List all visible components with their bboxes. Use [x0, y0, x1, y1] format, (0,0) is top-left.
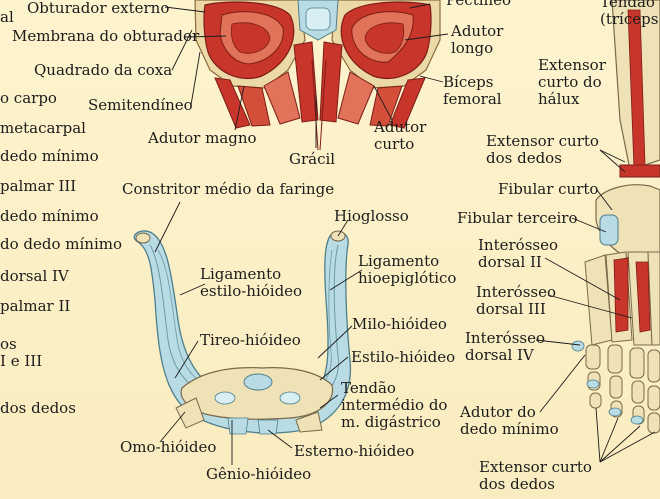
- label-adutor-magno: Adutor magno: [148, 130, 257, 147]
- label-constritor-medio: Constritor médio da faringe: [122, 181, 334, 198]
- label-palmar-ii: palmar II: [0, 298, 70, 315]
- label-extensor-curto-dedos-top: Extensor curto dos dedos: [486, 133, 599, 167]
- label-os-i-e-iii: os I e III: [0, 336, 42, 370]
- label-palmar-iii: palmar III: [0, 178, 76, 195]
- label-obturador-externo: Obturador externo: [27, 0, 169, 17]
- label-esterno-hioideo: Esterno-hióideo: [294, 443, 414, 460]
- label-quadrado-coxa: Quadrado da coxa: [34, 62, 172, 79]
- label-membrana-obturador: Membrana do obturador: [12, 28, 199, 45]
- label-omo-hioideo: Omo-hióideo: [120, 439, 216, 456]
- label-adutor-dedo-minimo: Adutor do dedo mínimo: [460, 404, 559, 438]
- label-estilo-hioideo: Estilo-hióideo: [351, 349, 455, 366]
- label-dedo-minimo-2: dedo mínimo: [0, 208, 99, 225]
- label-biceps-femoral: Bíceps femoral: [443, 74, 502, 108]
- label-dos-dedos: dos dedos: [0, 400, 76, 417]
- label-dorsal-iv: dorsal IV: [0, 268, 69, 285]
- label-dedo-minimo-1: dedo mínimo: [0, 148, 99, 165]
- label-interosseo-dorsal-iii: Interósseo dorsal III: [476, 284, 556, 318]
- label-extensor-curto-halux: Extensor curto do hálux: [538, 57, 606, 108]
- label-genio-hioideo: Gênio-hióideo: [206, 466, 311, 483]
- label-milo-hioideo: Milo-hióideo: [352, 316, 447, 333]
- label-fibular-terceiro: Fibular terceiro: [457, 210, 578, 227]
- label-al: al: [0, 9, 14, 26]
- label-tendao-triceps: Tendão (tríceps: [600, 0, 658, 28]
- label-ligamento-estilo-hioideo: Ligamento estilo-hióideo: [200, 266, 302, 300]
- label-semitendineo: Semitendíneo: [88, 97, 193, 114]
- label-adutor-longo: Adutor longo: [451, 23, 503, 57]
- label-pectineo: Pectíneo: [446, 0, 511, 9]
- label-carpo: o carpo: [0, 90, 57, 107]
- label-metacarpal: metacarpal: [0, 120, 86, 137]
- label-extensor-curto-dedos-bottom: Extensor curto dos dedos: [479, 459, 592, 493]
- label-gracil: Grácil: [289, 151, 335, 168]
- label-do-dedo-minimo: do dedo mínimo: [0, 236, 122, 253]
- label-hioglosso: Hioglosso: [334, 208, 409, 225]
- label-interosseo-dorsal-iv: Interósseo dorsal IV: [465, 330, 545, 364]
- label-ligamento-hioepiglotico: Ligamento hioepiglótico: [358, 253, 456, 287]
- label-adutor-curto: Adutor curto: [374, 119, 426, 153]
- label-fibular-curto: Fibular curto: [498, 181, 598, 198]
- label-tireo-hioideo: Tireo-hióideo: [200, 332, 301, 349]
- label-interosseo-dorsal-ii: Interósseo dorsal II: [478, 237, 558, 271]
- label-tendao-intermedio: Tendão intermédio do m. digástrico: [341, 380, 447, 431]
